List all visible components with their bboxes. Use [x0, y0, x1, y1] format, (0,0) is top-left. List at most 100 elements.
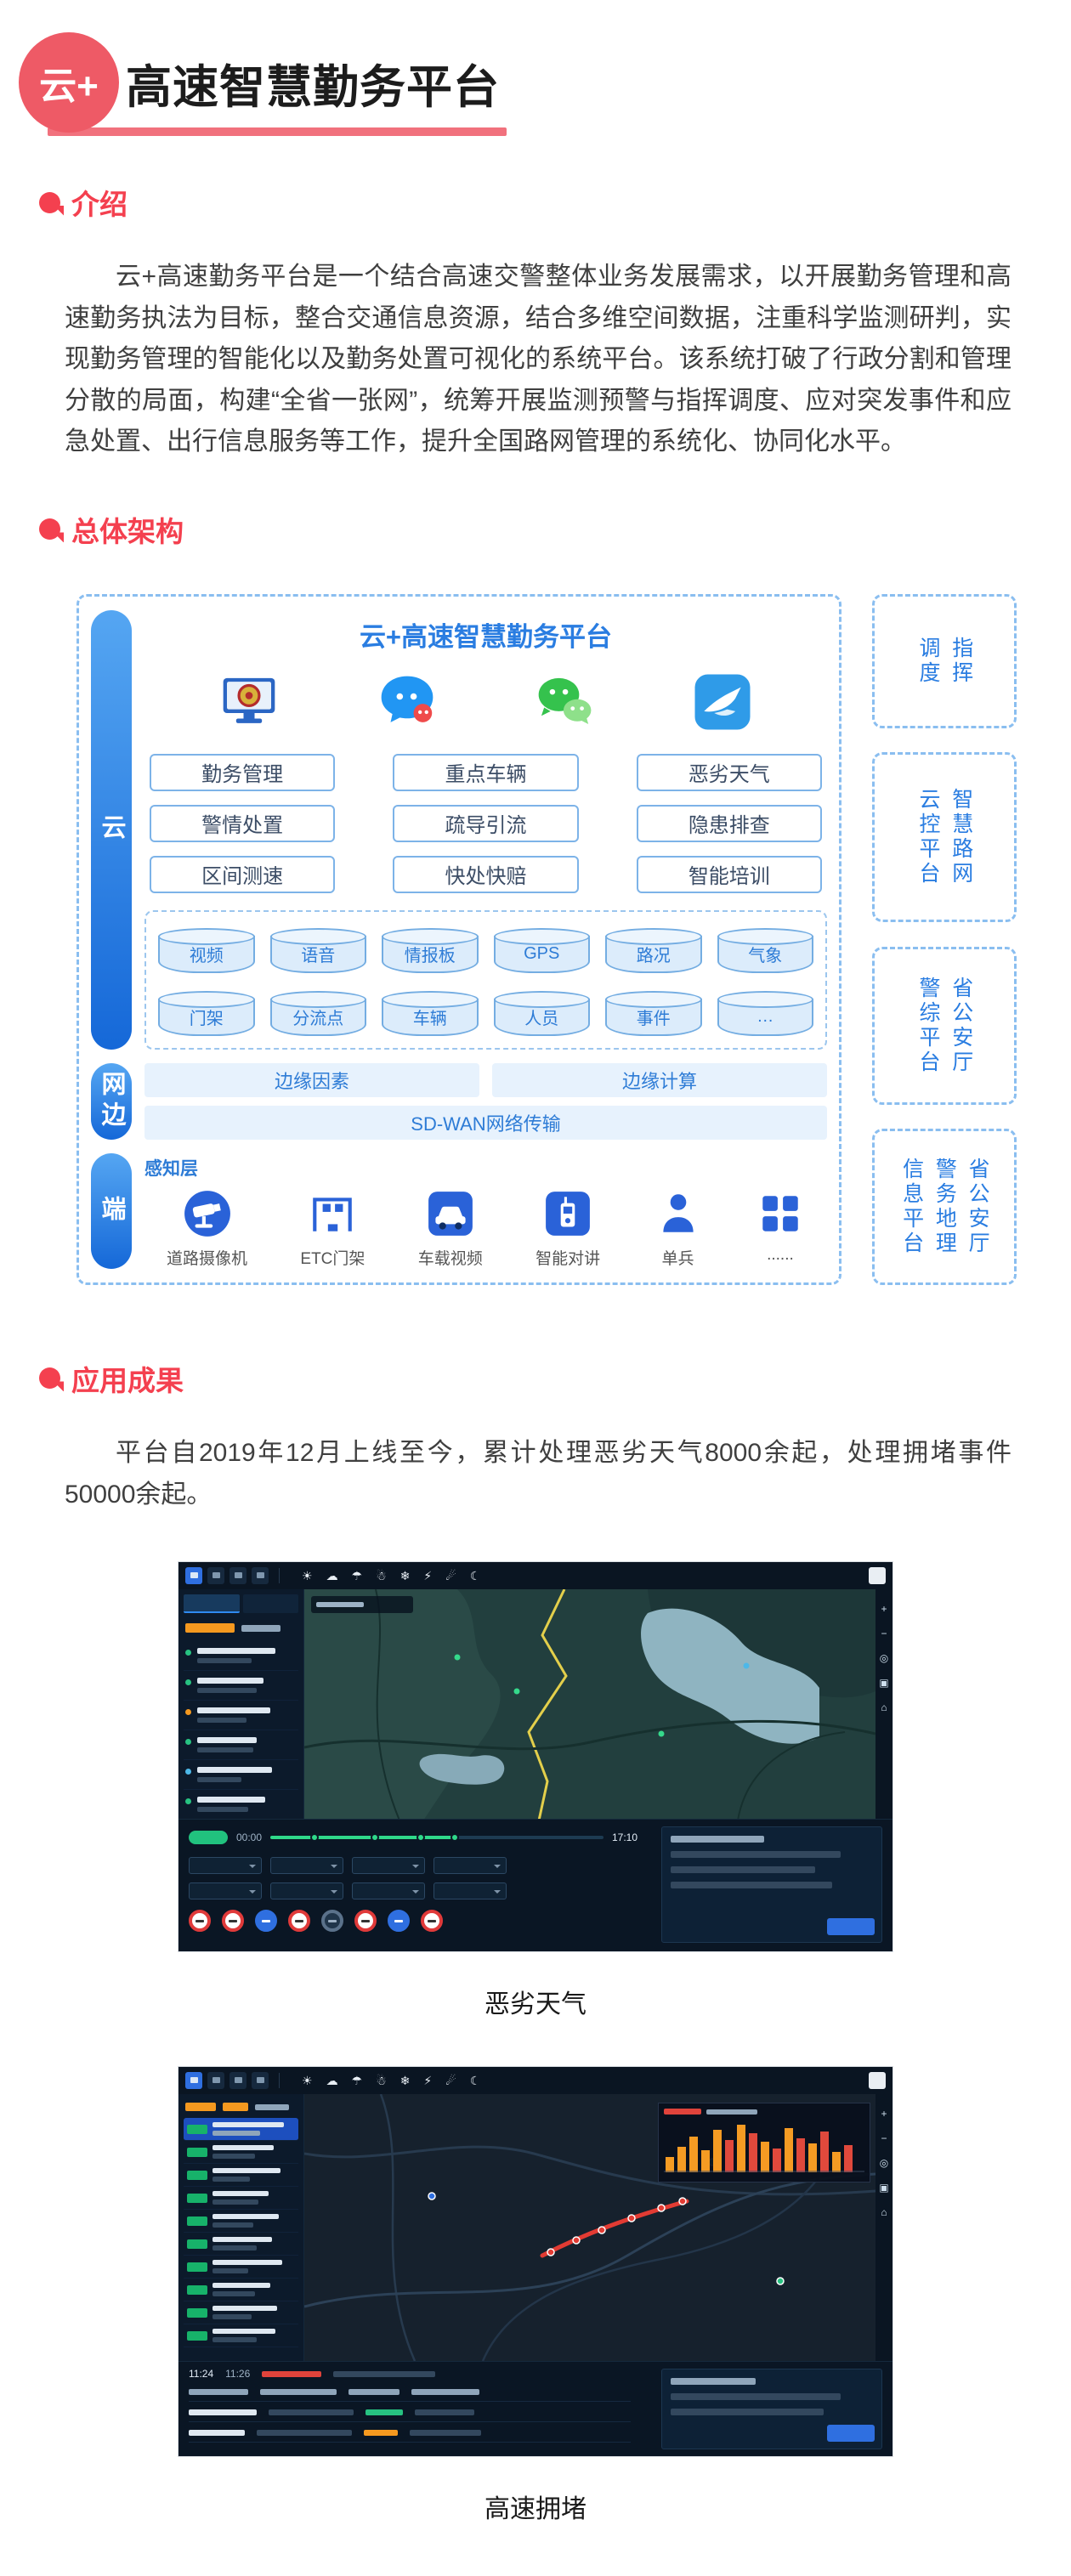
traffic-sign-icon — [255, 1910, 277, 1933]
page-title: 高速智慧勤务平台 — [126, 61, 500, 113]
network-edge-bar: 网边 — [91, 1062, 132, 1140]
congestion-list-item — [184, 2141, 298, 2165]
weather-icon-row: ☀ ☁ ☂ ☃ ❄ ⚡ ☄ ☾ — [302, 2075, 480, 2086]
police-monitor-icon — [223, 677, 275, 723]
confirm-button — [827, 2425, 875, 2443]
congestion-list-item — [184, 2187, 298, 2211]
toolbar-app-icon — [185, 2072, 202, 2090]
weather-icon: ☃ — [376, 1569, 387, 1583]
datasource-cylinder: 事件 — [605, 990, 702, 1036]
weather-control-panel: 00:00 17:10 — [178, 1819, 892, 1952]
module-box: 重点车辆 — [393, 753, 579, 791]
congestion-list-item — [184, 2118, 298, 2142]
weather-icon: ☂ — [351, 1569, 363, 1583]
filter-select — [270, 1857, 343, 1875]
smart-intercom-icon — [546, 1192, 591, 1236]
vehicle-video-icon — [428, 1192, 473, 1236]
results-paragraph: 平台自2019年12月上线至今，累计处理恶劣天气8000余起，处理拥堵事件500… — [65, 1438, 1012, 1509]
external-systems: 指挥 调度 智慧路网 云控平台 省公安厅 警综平台 省公安厅 警务地理 信息平台 — [872, 593, 1017, 1285]
edge-box: 边缘因素 — [144, 1062, 479, 1097]
architecture-diagram: 云 云+高速智慧勤务平台 — [76, 593, 1017, 1285]
traffic-sign-icon — [189, 1910, 211, 1933]
intro-heading: 介绍 — [39, 182, 1071, 223]
external-system-box: 智慧路网 云控平台 — [872, 752, 1017, 923]
road-camera-icon — [184, 1191, 230, 1237]
terminal-label: 端 — [98, 1195, 125, 1226]
timeline-track — [270, 1833, 604, 1843]
datasource-cylinder: 人员 — [493, 990, 590, 1036]
network-edge-content: 边缘因素 边缘计算 SD-WAN网络传输 — [144, 1062, 827, 1140]
datasource-cylinder: 情报板 — [382, 927, 479, 973]
section-marker-icon — [39, 1367, 60, 1390]
panel-tabs — [184, 1594, 298, 1614]
section-marker-icon — [39, 518, 60, 541]
module-box: 勤务管理 — [150, 753, 336, 791]
traffic-sign-row — [189, 1910, 443, 1933]
weather-icon: ☃ — [376, 2074, 387, 2088]
terminal-device: ...... — [756, 1189, 805, 1269]
timeline-start-label: 00:00 — [236, 1832, 263, 1844]
terminal-device: 智能对讲 — [536, 1189, 600, 1269]
congestion-event-panel — [178, 2094, 304, 2362]
section-intro: 介绍 云+高速勤务平台是一个结合高速交警整体业务发展需求，以开展勤务管理和高速勤… — [0, 182, 1071, 463]
toolbar-app-icon — [207, 1567, 224, 1585]
congestion-stats — [184, 2099, 298, 2118]
map-tool-icon: − — [881, 1628, 887, 1640]
warning-list-item — [184, 1790, 298, 1820]
filter-selects-row — [189, 1882, 507, 1900]
congestion-chart-overlay — [658, 2103, 870, 2183]
play-button — [189, 1831, 228, 1845]
toolbar-app-icon — [252, 1567, 269, 1585]
external-system-box: 指挥 调度 — [872, 593, 1017, 728]
filter-select — [270, 1882, 343, 1900]
congestion-list-item — [184, 2301, 298, 2325]
terminal-device: 道路摄像机 — [167, 1189, 247, 1269]
client-app-icons — [170, 669, 802, 735]
map-tools-strip: + − ◎ ▣ ⌂ — [876, 2094, 892, 2362]
toolbar-app-icon — [230, 2072, 246, 2090]
congestion-end-time: 11:26 — [225, 2368, 251, 2381]
title-underline — [48, 127, 507, 136]
playback-timeline: 00:00 17:10 — [189, 1830, 638, 1845]
congestion-list-item — [184, 2256, 298, 2279]
wechat-icon — [539, 677, 592, 724]
terminal-content: 感知层 道路摄像机 ETC门架 — [144, 1153, 827, 1269]
filter-select — [352, 1857, 425, 1875]
warning-list-item — [184, 1671, 298, 1701]
weather-icon: ☂ — [351, 2074, 363, 2088]
warning-list-item — [184, 1701, 298, 1731]
filter-select — [352, 1882, 425, 1900]
map-tool-icon: + — [881, 1603, 887, 1616]
diagram-main-box: 云 云+高速智慧勤务平台 — [76, 593, 842, 1285]
weather-icon: ☾ — [469, 1569, 481, 1583]
section-results: 应用成果 平台自2019年12月上线至今，累计处理恶劣天气8000余起，处理拥堵… — [0, 1358, 1071, 2525]
map-tool-icon: ◎ — [879, 2157, 889, 2170]
weather-map — [304, 1589, 876, 1821]
logo-badge: 云+ — [19, 32, 119, 133]
datasource-cylinder: … — [717, 990, 813, 1036]
module-box: 隐患排查 — [636, 804, 822, 842]
compass-icon — [869, 1567, 886, 1585]
weather-icon: ☀ — [302, 2074, 313, 2088]
map-tool-icon: ◎ — [879, 1652, 889, 1665]
module-box: 智能培训 — [636, 855, 822, 893]
congestion-list-item — [184, 2324, 298, 2348]
toolbar-app-icon — [230, 1567, 246, 1585]
datasource-cylinder: 语音 — [269, 927, 366, 973]
terminal-device: 单兵 — [654, 1189, 703, 1269]
datasource-cylinder: 门架 — [158, 990, 255, 1036]
module-box: 恶劣天气 — [636, 753, 822, 791]
more-devices-icon — [762, 1196, 798, 1231]
figure-caption: 高速拥堵 — [484, 2495, 586, 2524]
module-box: 疏导引流 — [393, 804, 579, 842]
confirm-button — [827, 1918, 875, 1936]
bird-app-icon — [694, 674, 751, 730]
module-box: 警情处置 — [150, 804, 336, 842]
external-system-box: 省公安厅 警务地理 信息平台 — [872, 1128, 1017, 1285]
screenshot-toolbar: ☀ ☁ ☂ ☃ ❄ ⚡ ☄ ☾ — [178, 2067, 892, 2095]
congestion-list-item — [184, 2164, 298, 2188]
congestion-detail-panel: 11:24 11:26 — [178, 2361, 892, 2457]
congestion-bar-chart — [664, 2125, 864, 2173]
filter-select — [434, 1857, 507, 1875]
page-header: 云+ 高速智慧勤务平台 — [0, 29, 1071, 136]
